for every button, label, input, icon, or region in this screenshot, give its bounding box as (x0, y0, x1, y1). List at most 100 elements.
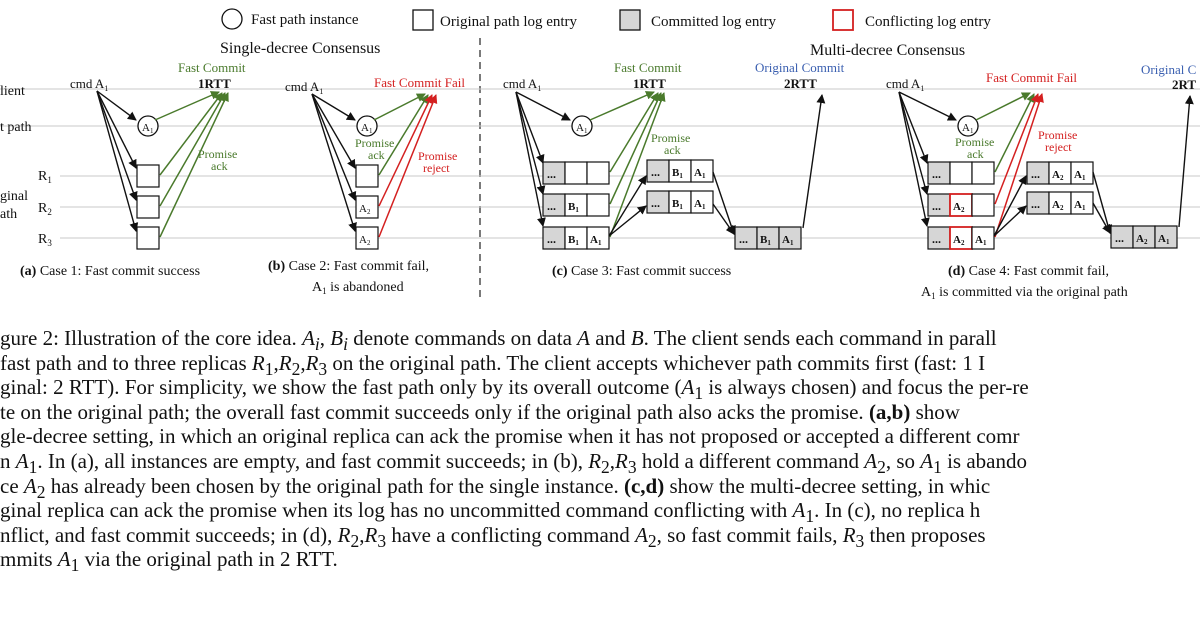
row-label-r3: R (38, 232, 48, 247)
caption-line: n A1. In (a), all instances are empty, a… (0, 448, 1027, 478)
svg-text:A2: A2 (953, 201, 965, 214)
svg-text:(b) Case 2: Fast commit fail,: (b) Case 2: Fast commit fail, (268, 259, 429, 274)
panel-d-caption-line2: A (921, 285, 932, 300)
panel-b-cmd: cmd A (285, 79, 320, 94)
legend-conflicting-entry-label: Conflicting log entry (865, 14, 991, 30)
svg-text:A1: A1 (1074, 169, 1086, 182)
panel-a-rtt: 1RTT (198, 76, 231, 91)
panel-b-r2-entry (355, 195, 379, 219)
svg-text:B1: B1 (568, 201, 579, 214)
panel-d-com-cell-a2: A (1136, 233, 1144, 245)
panel-d-promise-reject-1: Promise (1038, 128, 1077, 142)
panel-d-caption-line1: Case 4: Fast commit fail, (965, 264, 1109, 279)
panel-d-acc1-cell-a2: A (1052, 169, 1060, 181)
caption-line: ce A2 has already been chosen by the ori… (0, 473, 991, 502)
panel-d-acc2-dots: ... (1031, 197, 1040, 211)
legend-committed-entry-label: Committed log entry (651, 14, 776, 30)
svg-text:cmd A1: cmd A1 (886, 76, 924, 93)
svg-text:A1: A1 (782, 234, 794, 247)
panel-d-fast-instance (957, 115, 979, 137)
figure-caption: gure 2: Illustration of the core idea. A… (0, 326, 1200, 630)
legend-fast-instance-swatch (221, 8, 243, 30)
panel-d-com-cell-a1: A (1158, 233, 1166, 245)
legend-original-entry-swatch (412, 9, 434, 31)
panel-d-promise-ack-2: ack (967, 147, 984, 161)
panel-d-caption-letter: (d) (948, 264, 965, 279)
legend-original-entry-label: Original path log entry (440, 14, 578, 30)
panel-c-r2-cell-b: B (568, 201, 576, 213)
svg-text:A1: A1 (361, 122, 373, 135)
svg-text:(c) Case 3: Fast commit succes: (c) Case 3: Fast commit success (552, 264, 731, 279)
svg-text:A1: A1 (142, 122, 154, 135)
panel-d-fast-instance-label: A (962, 122, 970, 134)
panel-c-acc1-cell-b: B (672, 167, 680, 179)
row-labels: lient t path ginal ath R1 R2 R3 (0, 84, 52, 248)
panel-c-fast-instance-label: A (576, 122, 584, 134)
panel-c-r3-cell-a: A (590, 234, 598, 246)
panel-d: cmd A1 Fast Commit Fail Original C 2RT A… (886, 62, 1196, 301)
panel-c-r3-dots: ... (547, 232, 556, 246)
panel-d-r3-cell-a1: A (975, 234, 983, 246)
panel-c-r1-dots: ... (547, 167, 556, 181)
panel-c-accepted-log-1: ... B1 A1 (646, 159, 714, 183)
svg-text:B1: B1 (672, 167, 683, 180)
panel-c-r2-log: ... B1 (542, 193, 610, 217)
row-label-r1: R (38, 169, 48, 184)
panel-b-caption-line2: A (312, 280, 323, 295)
caption-line: ginal: 2 RTT). For simplicity, we show t… (0, 375, 1029, 404)
panel-d-r2-dots: ... (932, 199, 941, 213)
panel-b-caption-line2-rest: is abandoned (327, 280, 404, 295)
svg-text:A1: A1 (975, 234, 987, 247)
panel-c: cmd A1 Fast Commit 1RTT Original Commit … (503, 60, 845, 279)
panel-a-caption: Case 1: Fast commit success (36, 264, 200, 279)
panel-c-r1-log: ... (542, 161, 610, 185)
panel-c-fast-instance (571, 115, 593, 137)
svg-text:A2: A2 (359, 234, 371, 247)
panel-b-promise-reject-1: Promise (418, 149, 457, 163)
svg-text:(a) Case 1: Fast commit succes: (a) Case 1: Fast commit success (20, 264, 200, 279)
legend-conflicting-entry-swatch (832, 9, 854, 31)
panel-d-accepted-log-2: ... A2 A1 (1026, 191, 1094, 215)
section-title-single: Single-decree Consensus (220, 40, 380, 57)
panel-d-original-commit: Original C (1141, 62, 1196, 77)
svg-text:A1: A1 (1074, 199, 1086, 212)
panel-c-cmd: cmd A (503, 76, 538, 91)
caption-line: te on the original path; the overall fas… (0, 399, 960, 424)
panel-d-com-dots: ... (1115, 231, 1124, 245)
panel-d-rtt2: 2RT (1172, 77, 1196, 92)
svg-text:cmd A1: cmd A1 (70, 76, 108, 93)
panel-c-promise-ack-1: Promise (651, 131, 690, 145)
row-label-orig-b: ath (0, 207, 17, 222)
panel-d-r3-cell-a2: A (953, 234, 961, 246)
row-label-client: lient (0, 84, 25, 99)
panel-d-r1-dots: ... (932, 167, 941, 181)
panel-d-r2-log: ... A2 (927, 193, 995, 217)
svg-text:A2: A2 (953, 234, 965, 247)
panel-d-fast-commit-fail: Fast Commit Fail (986, 70, 1077, 85)
panel-d-r2-cell-a: A (953, 201, 961, 213)
svg-text:A2: A2 (359, 203, 371, 216)
svg-text:A1 is committed via the origin: A1 is committed via the original path (921, 285, 1128, 301)
svg-text:A2: A2 (1052, 169, 1064, 182)
panel-c-acc1-dots: ... (651, 165, 660, 179)
svg-text:A1 is abandoned: A1 is abandoned (312, 280, 404, 296)
panel-b-r3-cell: A (359, 234, 367, 246)
panel-b-fast-instance (356, 115, 378, 137)
svg-text:A1: A1 (590, 234, 602, 247)
panel-a-fast-commit: Fast Commit (178, 60, 246, 75)
panel-a-r3-entry (136, 226, 160, 250)
svg-text:B1: B1 (760, 234, 771, 247)
panel-c-acc1-cell-a: A (694, 167, 702, 179)
panel-d-promise-reject-2: reject (1045, 140, 1072, 154)
svg-text:R3: R3 (38, 232, 52, 248)
caption-line: fast path and to three replicas R1,R2,R3… (0, 350, 986, 379)
panel-c-rtt2: 2RTT (784, 76, 817, 91)
panel-b-promise-reject-2: reject (423, 161, 450, 175)
svg-text:(d) Case 4: Fast commit fail,: (d) Case 4: Fast commit fail, (948, 264, 1109, 279)
panel-b-r3-entry (355, 226, 379, 250)
panel-b-promise-ack-2: ack (368, 148, 385, 162)
panel-c-fast-commit: Fast Commit (614, 60, 682, 75)
panel-c-caption-letter: (c) (552, 264, 568, 279)
panel-d-caption-line2-rest: is committed via the original path (936, 285, 1128, 300)
panel-a-r1-entry (136, 164, 160, 188)
